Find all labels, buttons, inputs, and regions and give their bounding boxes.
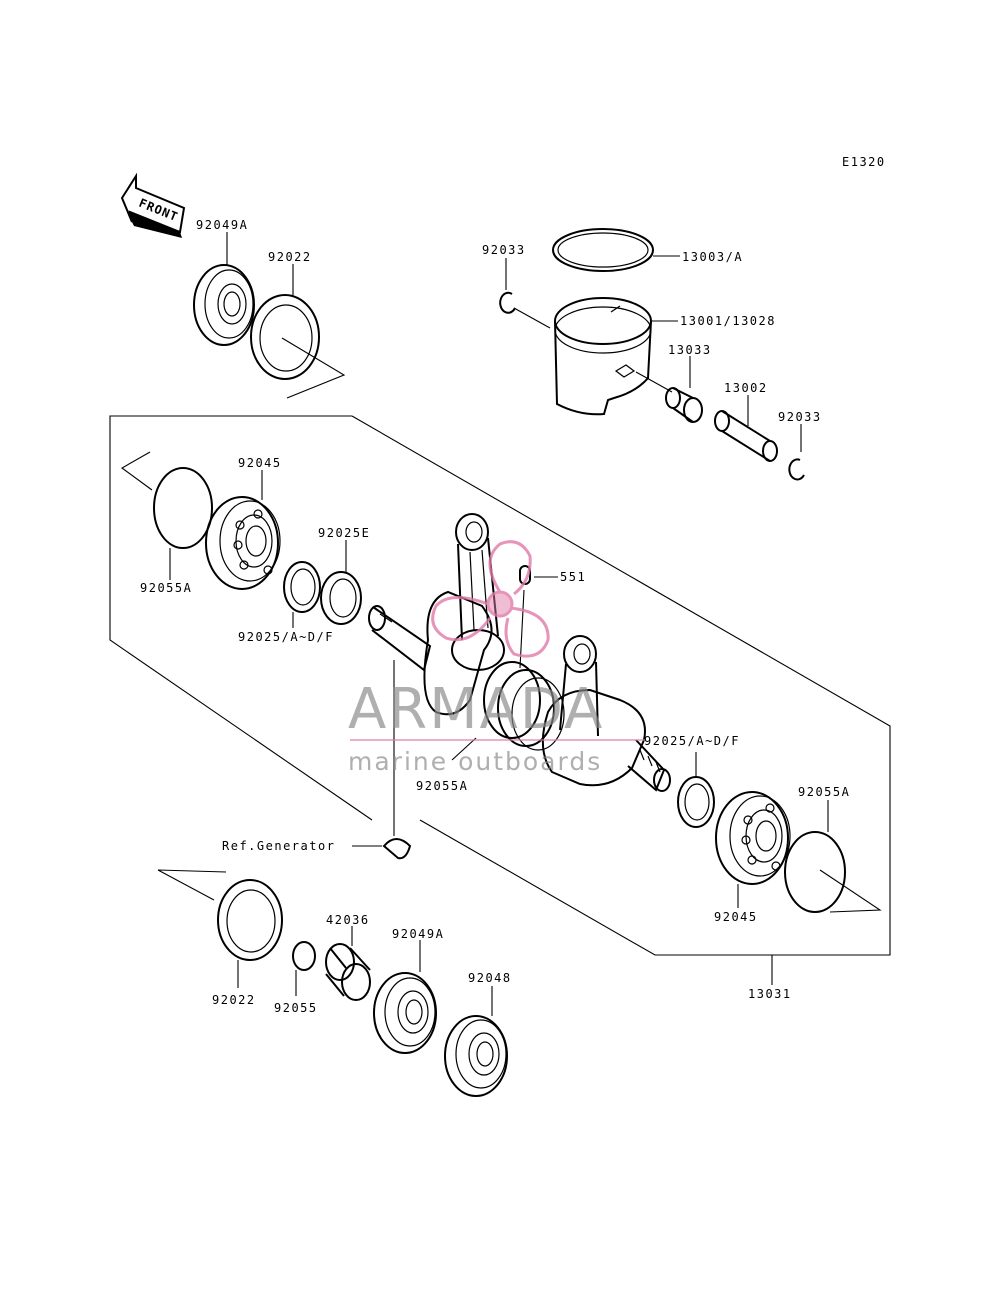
needle-bearing-13033[interactable]	[665, 387, 703, 423]
armada-logo-icon	[431, 540, 550, 658]
callout-92025-left: 92025/A~D/F	[238, 630, 334, 644]
callout-13001: 13001/13028	[680, 314, 776, 328]
o-ring-92055a-right[interactable]	[784, 831, 846, 913]
callout-551: 551	[560, 570, 586, 584]
shim-92025e[interactable]	[320, 571, 362, 625]
circlip-92033-left[interactable]	[499, 291, 516, 314]
bearing-92048[interactable]	[444, 1015, 508, 1097]
callout-92022-top: 92022	[268, 250, 312, 264]
bearing-92049a-top[interactable]	[193, 264, 255, 346]
callout-92045-left: 92045	[238, 456, 282, 470]
callout-92048: 92048	[468, 971, 512, 985]
bearing-92049a-bottom[interactable]	[373, 972, 437, 1054]
callout-92055a-left: 92055A	[140, 581, 192, 595]
callout-92022-bottom: 92022	[212, 993, 256, 1007]
callout-92025e: 92025E	[318, 526, 370, 540]
piston-pin-13002[interactable]	[714, 410, 778, 462]
piston-13001[interactable]	[554, 297, 652, 416]
callout-92049a-bottom: 92049A	[392, 927, 444, 941]
watermark-tagline: marine outboards	[348, 747, 602, 776]
callout-92025-right: 92025/A~D/F	[644, 734, 740, 748]
callout-42036: 42036	[326, 913, 370, 927]
watermark: ARMADA marine outboards	[348, 540, 645, 776]
front-arrow-icon: FRONT	[120, 172, 186, 238]
callout-92055: 92055	[274, 1001, 318, 1015]
crankshaft[interactable]	[368, 513, 671, 792]
ball-bearing-92045-right[interactable]	[715, 791, 791, 885]
callout-13003: 13003/A	[682, 250, 743, 264]
shim-92025-left[interactable]	[283, 561, 321, 613]
callout-92045-right: 92045	[714, 910, 758, 924]
woodruff-key[interactable]	[382, 838, 412, 860]
callout-92055a-right: 92055A	[798, 785, 850, 799]
callout-13002: 13002	[724, 381, 768, 395]
callout-13033: 13033	[668, 343, 712, 357]
piston-ring-13003[interactable]	[552, 228, 654, 272]
oil-seal-92022-top[interactable]	[250, 294, 320, 380]
ref-generator-label: Ref.Generator	[222, 839, 335, 853]
oil-seal-92022-bottom[interactable]	[217, 879, 283, 961]
assembly-boundary-13031	[109, 415, 373, 821]
callout-92055a-center: 92055A	[416, 779, 468, 793]
o-ring-92055a-left[interactable]	[153, 467, 213, 549]
callout-13031: 13031	[748, 987, 792, 1001]
diagram-code: E1320	[842, 155, 886, 169]
watermark-brand: ARMADA	[348, 677, 604, 742]
callout-92033-left: 92033	[482, 243, 526, 257]
callout-92049a-top: 92049A	[196, 218, 248, 232]
o-ring-92055[interactable]	[292, 941, 316, 971]
shim-92025-right[interactable]	[677, 776, 715, 828]
callout-92033-right: 92033	[778, 410, 822, 424]
ball-bearing-92045-left[interactable]	[205, 496, 281, 590]
circlip-92033-right[interactable]	[788, 458, 805, 481]
collar-42036[interactable]	[325, 943, 371, 1001]
